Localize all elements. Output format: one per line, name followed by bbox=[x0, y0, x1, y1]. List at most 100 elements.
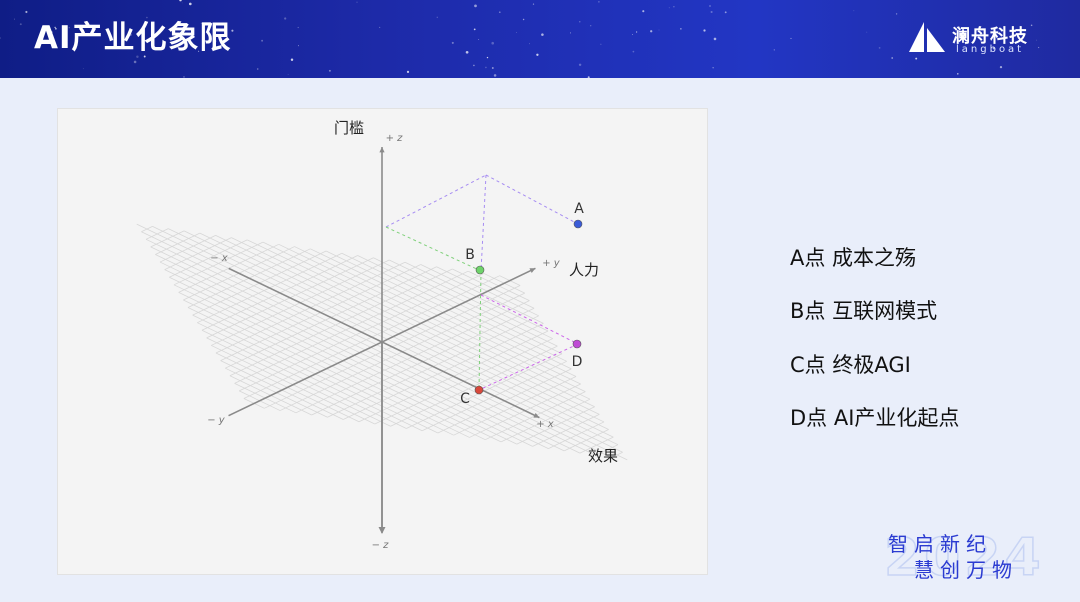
dashed-line-d bbox=[480, 294, 579, 345]
star-dot bbox=[188, 2, 192, 6]
star-dot bbox=[498, 11, 501, 14]
star-dot bbox=[642, 10, 645, 13]
grid-line bbox=[563, 429, 609, 452]
star-dot bbox=[790, 37, 792, 39]
axis-title-x: 效果 bbox=[588, 447, 618, 465]
star-dot bbox=[673, 5, 675, 8]
star-dot bbox=[853, 10, 855, 12]
grid-line bbox=[579, 436, 614, 454]
slogan-block: 2024 智启新纪 慧创万物 bbox=[880, 522, 1060, 589]
grid-line bbox=[595, 444, 619, 456]
grid-line bbox=[611, 451, 623, 458]
star-dot bbox=[703, 29, 706, 32]
star-dot bbox=[25, 10, 28, 14]
star-dot bbox=[522, 18, 525, 21]
slogan-year: 2024 bbox=[883, 527, 1045, 589]
star-dot bbox=[532, 3, 535, 5]
tick-neg-x: − x bbox=[210, 253, 228, 264]
star-dot bbox=[473, 64, 475, 67]
star-dot bbox=[436, 16, 439, 19]
star-dot bbox=[356, 1, 358, 3]
legend-item-c: C点 终极AGI bbox=[790, 353, 911, 377]
star-dot bbox=[143, 55, 146, 58]
star-dot bbox=[486, 56, 489, 59]
point-label-c: C bbox=[460, 391, 470, 407]
star-dot bbox=[587, 76, 590, 78]
starfield-decoration bbox=[0, 0, 1040, 78]
star-dot bbox=[82, 68, 84, 70]
star-dot bbox=[406, 70, 410, 74]
star-dot bbox=[129, 33, 132, 36]
dashed-line-a bbox=[480, 174, 487, 272]
star-dot bbox=[992, 47, 996, 50]
star-dot bbox=[724, 11, 727, 14]
star-dot bbox=[200, 23, 202, 25]
point-d bbox=[572, 339, 582, 349]
dashed-line-a bbox=[485, 174, 579, 225]
star-dot bbox=[569, 32, 571, 34]
point-label-a: A bbox=[574, 201, 584, 217]
star-dot bbox=[133, 60, 137, 64]
legend-item-a: A点 成本之殇 bbox=[790, 246, 917, 270]
z-axis-arrowhead bbox=[379, 147, 385, 153]
logo-english-name: langboat bbox=[956, 44, 1025, 55]
tick-pos-x: + x bbox=[536, 419, 554, 430]
star-dot bbox=[290, 58, 294, 62]
header-bar: AI产业化象限 澜舟科技 langboat bbox=[0, 0, 1080, 78]
star-dot bbox=[965, 43, 967, 45]
axis-title-y: 人力 bbox=[569, 261, 599, 279]
star-dot bbox=[891, 57, 894, 59]
tick-pos-y: + y bbox=[542, 258, 561, 269]
star-dot bbox=[712, 67, 714, 69]
star-dot bbox=[55, 27, 57, 30]
star-dot bbox=[632, 50, 635, 53]
point-a bbox=[573, 219, 583, 229]
star-dot bbox=[231, 29, 234, 32]
star-dot bbox=[181, 2, 183, 4]
dashed-line-b bbox=[478, 270, 482, 391]
star-dot bbox=[680, 28, 682, 30]
grid-line bbox=[548, 421, 605, 450]
star-dot bbox=[298, 45, 299, 47]
star-dot bbox=[183, 76, 185, 78]
star-dot bbox=[136, 55, 139, 59]
star-dot bbox=[578, 63, 582, 67]
star-dot bbox=[179, 0, 182, 2]
tick-neg-y: − y bbox=[207, 415, 226, 426]
star-dot bbox=[0, 37, 1, 39]
star-dot bbox=[198, 50, 200, 52]
legend-item-d: D点 AI产业化起点 bbox=[790, 406, 960, 430]
star-dot bbox=[474, 4, 477, 8]
star-dot bbox=[19, 23, 22, 26]
star-dot bbox=[957, 73, 959, 75]
star-dot bbox=[632, 34, 633, 35]
point-b bbox=[475, 265, 485, 275]
point-label-d: D bbox=[572, 354, 583, 370]
star-dot bbox=[297, 26, 299, 29]
star-dot bbox=[14, 18, 15, 20]
slogan-line-2: 慧创万物 bbox=[914, 558, 1018, 582]
star-dot bbox=[650, 30, 653, 33]
star-dot bbox=[895, 13, 898, 15]
star-dot bbox=[579, 21, 581, 23]
star-dot bbox=[999, 65, 1003, 69]
star-dot bbox=[773, 49, 775, 51]
star-dot bbox=[600, 43, 602, 45]
star-dot bbox=[710, 10, 713, 14]
star-dot bbox=[529, 43, 531, 45]
star-dot bbox=[515, 31, 517, 33]
grid-line bbox=[500, 398, 591, 443]
axis-title-z: 门槛 bbox=[334, 119, 364, 137]
star-dot bbox=[709, 5, 711, 7]
star-dot bbox=[451, 41, 454, 44]
star-dot bbox=[635, 31, 638, 33]
y-axis-arrowhead bbox=[529, 268, 536, 273]
star-dot bbox=[536, 53, 539, 56]
x-axis bbox=[228, 267, 540, 419]
star-dot bbox=[668, 7, 670, 9]
star-dot bbox=[541, 33, 544, 36]
star-dot bbox=[215, 40, 217, 42]
star-dot bbox=[598, 1, 600, 3]
star-dot bbox=[713, 37, 717, 41]
